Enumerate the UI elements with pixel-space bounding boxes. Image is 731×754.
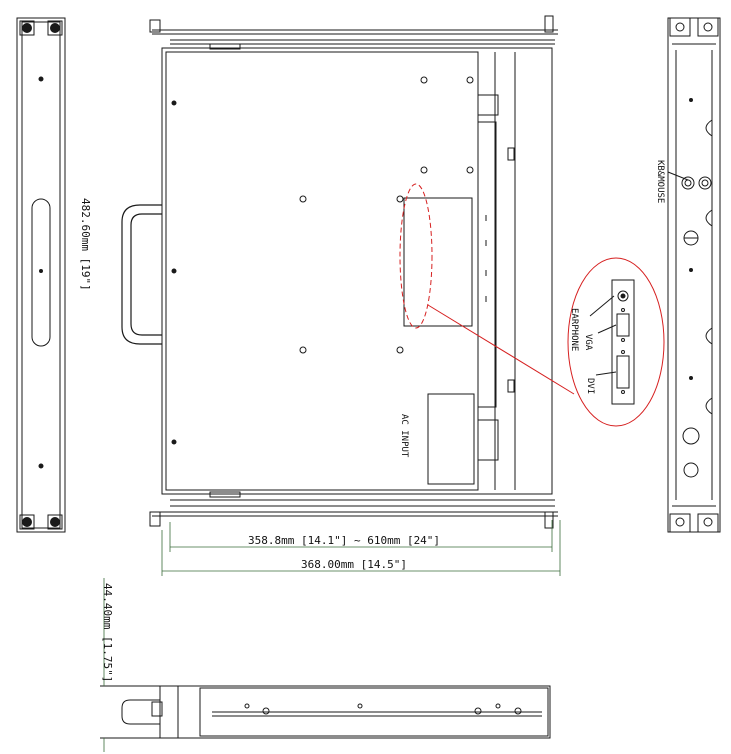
overall-depth-dimension: 368.00mm [14.5"] bbox=[301, 558, 407, 571]
kb-mouse-label: KB&MOUSE bbox=[655, 160, 665, 203]
rack-width-dimension: 482.60mm [19"] bbox=[79, 198, 92, 291]
height-dimension: 44.40mm [1.75"] bbox=[101, 583, 114, 682]
earphone-label: EARPHONE bbox=[569, 308, 579, 351]
vga-label: VGA bbox=[583, 334, 593, 351]
dvi-label: DVI bbox=[585, 378, 595, 394]
right-side-view bbox=[667, 17, 721, 533]
depth-range-dimension: 358.8mm [14.1"] ~ 610mm [24"] bbox=[248, 534, 440, 547]
ac-input-label: AC INPUT bbox=[399, 414, 409, 458]
connector-detail bbox=[589, 279, 635, 405]
highlight-callout bbox=[399, 183, 665, 427]
depth-dimensions bbox=[161, 520, 561, 576]
top-view bbox=[121, 15, 558, 529]
front-view bbox=[100, 685, 551, 739]
left-side-view bbox=[16, 17, 66, 533]
